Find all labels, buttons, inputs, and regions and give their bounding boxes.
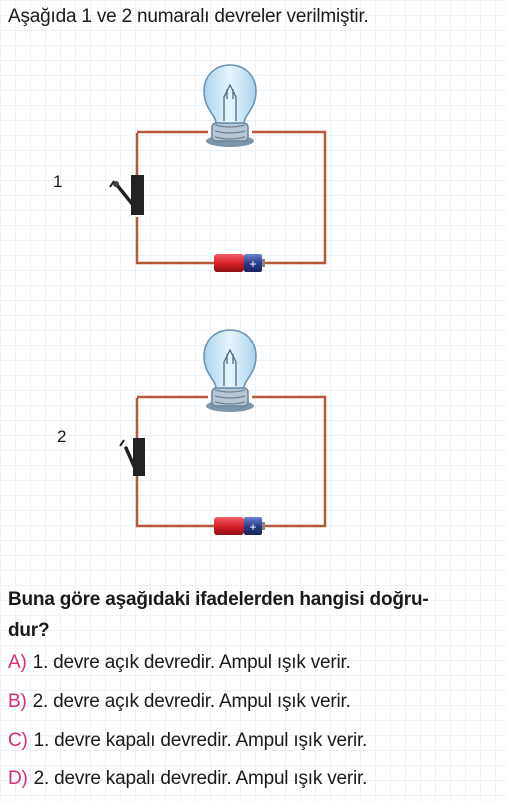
option-b-letter: B): [8, 691, 27, 712]
option-d[interactable]: D)2. devre kapalı devredir. Ampul ışık v…: [8, 768, 367, 790]
question-line-2: dur?: [8, 620, 50, 641]
option-a-text: 1. devre açık devredir. Ampul ışık verir…: [32, 652, 351, 673]
battery-plus-label: +: [249, 520, 256, 534]
question-line-1: Buna göre aşağıdaki ifadelerden hangisi …: [8, 589, 429, 610]
option-b[interactable]: B)2. devre açık devredir. Ampul ışık ver…: [8, 691, 351, 713]
circuit-2-diagram: +: [119, 329, 327, 535]
option-b-text: 2. devre açık devredir. Ampul ışık verir…: [32, 691, 351, 712]
bulb-icon: [203, 64, 257, 147]
question-text: Buna göre aşağıdaki ifadelerden hangisi …: [8, 584, 503, 646]
circuit-2-label: 2: [57, 427, 67, 446]
battery-plus-label: +: [249, 257, 256, 271]
intro-text: Aşağıda 1 ve 2 numaralı devreler verilmi…: [8, 6, 369, 27]
switch-icon: [109, 175, 144, 215]
option-c-text: 1. devre kapalı devredir. Ampul ışık ver…: [33, 730, 368, 751]
option-d-text: 2. devre kapalı devredir. Ampul ışık ver…: [33, 768, 368, 789]
option-c[interactable]: C)1. devre kapalı devredir. Ampul ışık v…: [8, 730, 367, 752]
option-a[interactable]: A)1. devre açık devredir. Ampul ışık ver…: [8, 652, 351, 674]
battery-icon: +: [214, 254, 265, 272]
circuit-1-label: 1: [53, 172, 63, 191]
bulb-icon: [203, 329, 257, 412]
option-a-letter: A): [8, 652, 27, 673]
battery-icon: +: [214, 517, 265, 535]
circuit-2-wires: [135, 395, 327, 528]
circuit-1-wires: [135, 130, 327, 265]
switch-icon: [119, 438, 145, 476]
circuit-1-diagram: +: [109, 64, 327, 272]
option-c-letter: C): [8, 730, 28, 751]
option-d-letter: D): [8, 768, 28, 789]
